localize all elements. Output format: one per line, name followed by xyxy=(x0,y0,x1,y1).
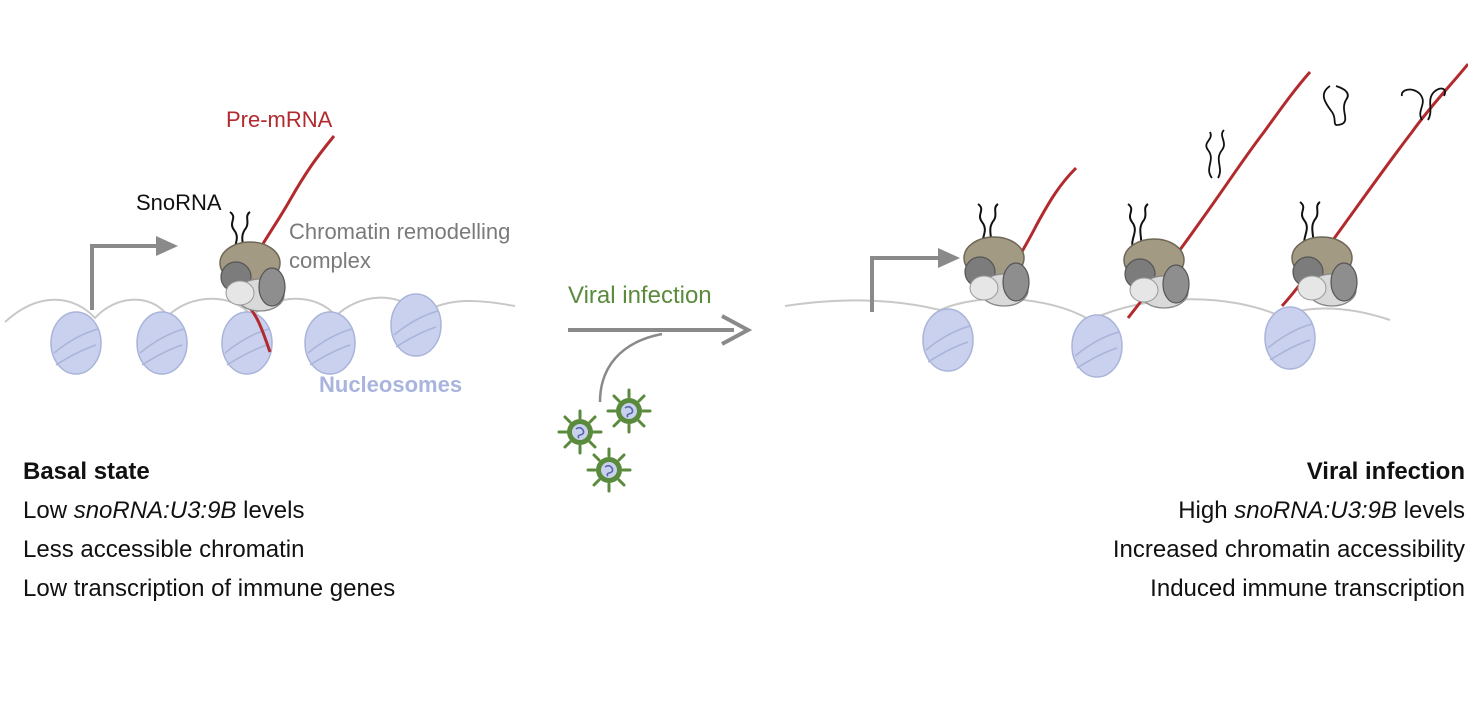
basal-state-panel: Basal state Low snoRNA:U3:9B levels Less… xyxy=(23,452,395,608)
released-snorna xyxy=(1400,87,1446,121)
virus-icon xyxy=(557,409,603,455)
remodelling-complex-right-2 xyxy=(1123,238,1190,309)
nucleosome-right-3 xyxy=(1264,306,1316,370)
nucleosome-left-4 xyxy=(304,311,356,375)
nucleosomes-label: Nucleosomes xyxy=(319,372,463,397)
virus-icon xyxy=(606,388,652,434)
nucleosome-right-2 xyxy=(1071,314,1123,378)
released-snorna xyxy=(1322,85,1349,126)
released-snorna xyxy=(1205,129,1225,179)
basal-state-line3: Low transcription of immune genes xyxy=(23,575,396,602)
viral-infection-line1: High snoRNA:U3:9B levels xyxy=(1178,497,1465,524)
complex-label: Chromatin remodelling complex xyxy=(289,217,510,275)
viral-infection-panel: Viral infection High snoRNA:U3:9B levels… xyxy=(1113,452,1465,608)
remodelling-complex-left xyxy=(219,241,286,312)
pre-mrna-label: Pre-mRNA xyxy=(226,107,333,132)
basal-state-line1: Low snoRNA:U3:9B levels xyxy=(23,497,305,524)
snorna-label: SnoRNA xyxy=(136,190,222,215)
basal-state-heading: Basal state xyxy=(23,458,150,485)
remodelling-complex-right-1 xyxy=(963,236,1030,307)
complex-label-line2: complex xyxy=(289,248,371,273)
viral-infection-line2: Increased chromatin accessibility xyxy=(1112,536,1465,563)
nucleosome-left-5 xyxy=(390,293,442,357)
nucleosome-right-1 xyxy=(922,308,974,372)
remodelling-complex-right-3 xyxy=(1291,236,1358,307)
basal-state-line2: Less accessible chromatin xyxy=(23,536,305,563)
transition-arrow xyxy=(568,314,753,403)
viral-infection-heading: Viral infection xyxy=(1306,458,1465,485)
nucleosome-left-2 xyxy=(136,311,188,375)
complex-label-line1: Chromatin remodelling xyxy=(289,219,511,244)
viral-infection-line3: Induced immune transcription xyxy=(1150,575,1465,602)
virus-icon xyxy=(586,447,632,493)
promoter-arrow-right xyxy=(870,248,960,312)
nucleosome-left-3 xyxy=(221,311,273,375)
viral-infection-arrow-label: Viral infection xyxy=(568,282,712,309)
nucleosome-left-1 xyxy=(50,311,102,375)
promoter-arrow-left xyxy=(90,236,178,310)
